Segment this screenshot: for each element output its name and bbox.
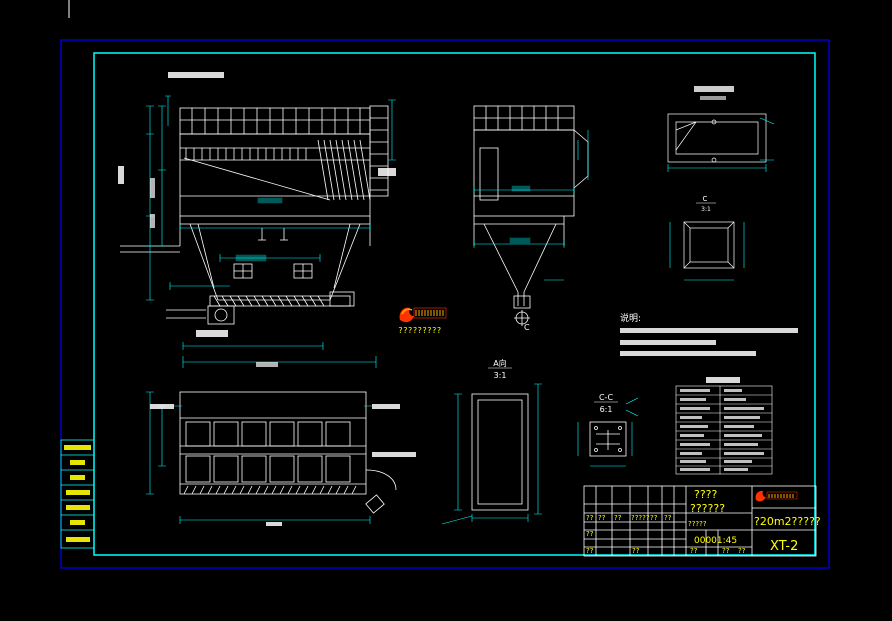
title-block: [583, 485, 817, 557]
inlet-detail-title: [694, 86, 734, 92]
inlet-detail-view: [667, 113, 767, 163]
inlet-detail-dimensions: [667, 117, 775, 172]
front-elevation-labels: [118, 72, 396, 367]
tb-cell-13: ??: [738, 547, 746, 555]
tb-cell-8: ??: [586, 547, 594, 555]
section-cc-dimensions: [577, 397, 639, 467]
tb-cell-9: ??: [632, 547, 640, 555]
section-c-scale: 3:1: [701, 206, 711, 213]
tb-cell-2: ??: [598, 514, 606, 522]
tb-cell-1: ??: [586, 514, 594, 522]
tb-cell-12: ??: [722, 547, 730, 555]
title-drawing-name: ?20m2?????: [754, 515, 821, 528]
inner-frame: [93, 52, 816, 556]
front-elevation-view: [120, 105, 389, 325]
section-cc-view: [589, 421, 627, 457]
side-revision-stamp: [60, 439, 95, 549]
side-elevation-view: [473, 105, 589, 326]
side-section-mark: C: [524, 323, 530, 332]
tb-cell-6: ??: [664, 514, 672, 522]
tb-cell-10: ?????: [688, 520, 707, 528]
tech-spec-title: [706, 377, 740, 383]
note-line-2: [620, 340, 716, 345]
plan-view-labels: [150, 404, 416, 526]
title-subtitle: ??????: [690, 502, 725, 515]
tb-cell-7: ??: [586, 530, 594, 538]
tb-cell-5: ??: [650, 514, 658, 522]
view-a-dimensions: [441, 383, 542, 525]
notes-lines: [620, 328, 798, 356]
tech-spec-table: [675, 385, 773, 475]
view-a-scale: 3:1: [494, 371, 507, 380]
note-line-1: [620, 328, 798, 333]
section-cc-label: C-C: [599, 393, 613, 402]
plan-view-dimensions: [146, 391, 372, 524]
tech-spec-cells: [680, 389, 764, 471]
outer-frame: [60, 39, 830, 569]
section-c-label: C: [703, 195, 708, 203]
title-unit-name: ????: [694, 488, 718, 501]
view-a-label: A向: [493, 358, 506, 368]
tb-cell-11: ??: [690, 547, 698, 555]
company-name-text: ?????????: [398, 326, 442, 335]
section-cc-scale: 6:1: [600, 405, 613, 414]
note-line-3: [620, 351, 756, 356]
inlet-detail-subtitle: [700, 96, 726, 100]
title-scale: 00001:45: [694, 536, 737, 546]
company-logo-icon: [399, 307, 447, 323]
view-a-panel: [471, 393, 529, 511]
section-c-view: [683, 221, 735, 269]
side-elevation-dimensions: [473, 130, 589, 281]
tb-cell-3: ??: [614, 514, 622, 522]
plan-view: [179, 391, 397, 514]
title-block-small-cells: ?? ?? ?? ????? ?? ?? ?? ?? ?? ????? ?? ?…: [586, 514, 746, 555]
front-elevation-dimensions: [146, 95, 396, 368]
notes-heading: 说明:: [620, 312, 641, 324]
tb-cell-4: ?????: [631, 514, 650, 522]
section-c-dimensions: [669, 222, 745, 281]
title-block-logo-icon: [755, 490, 798, 502]
title-drawing-number: XT-2: [770, 539, 798, 554]
